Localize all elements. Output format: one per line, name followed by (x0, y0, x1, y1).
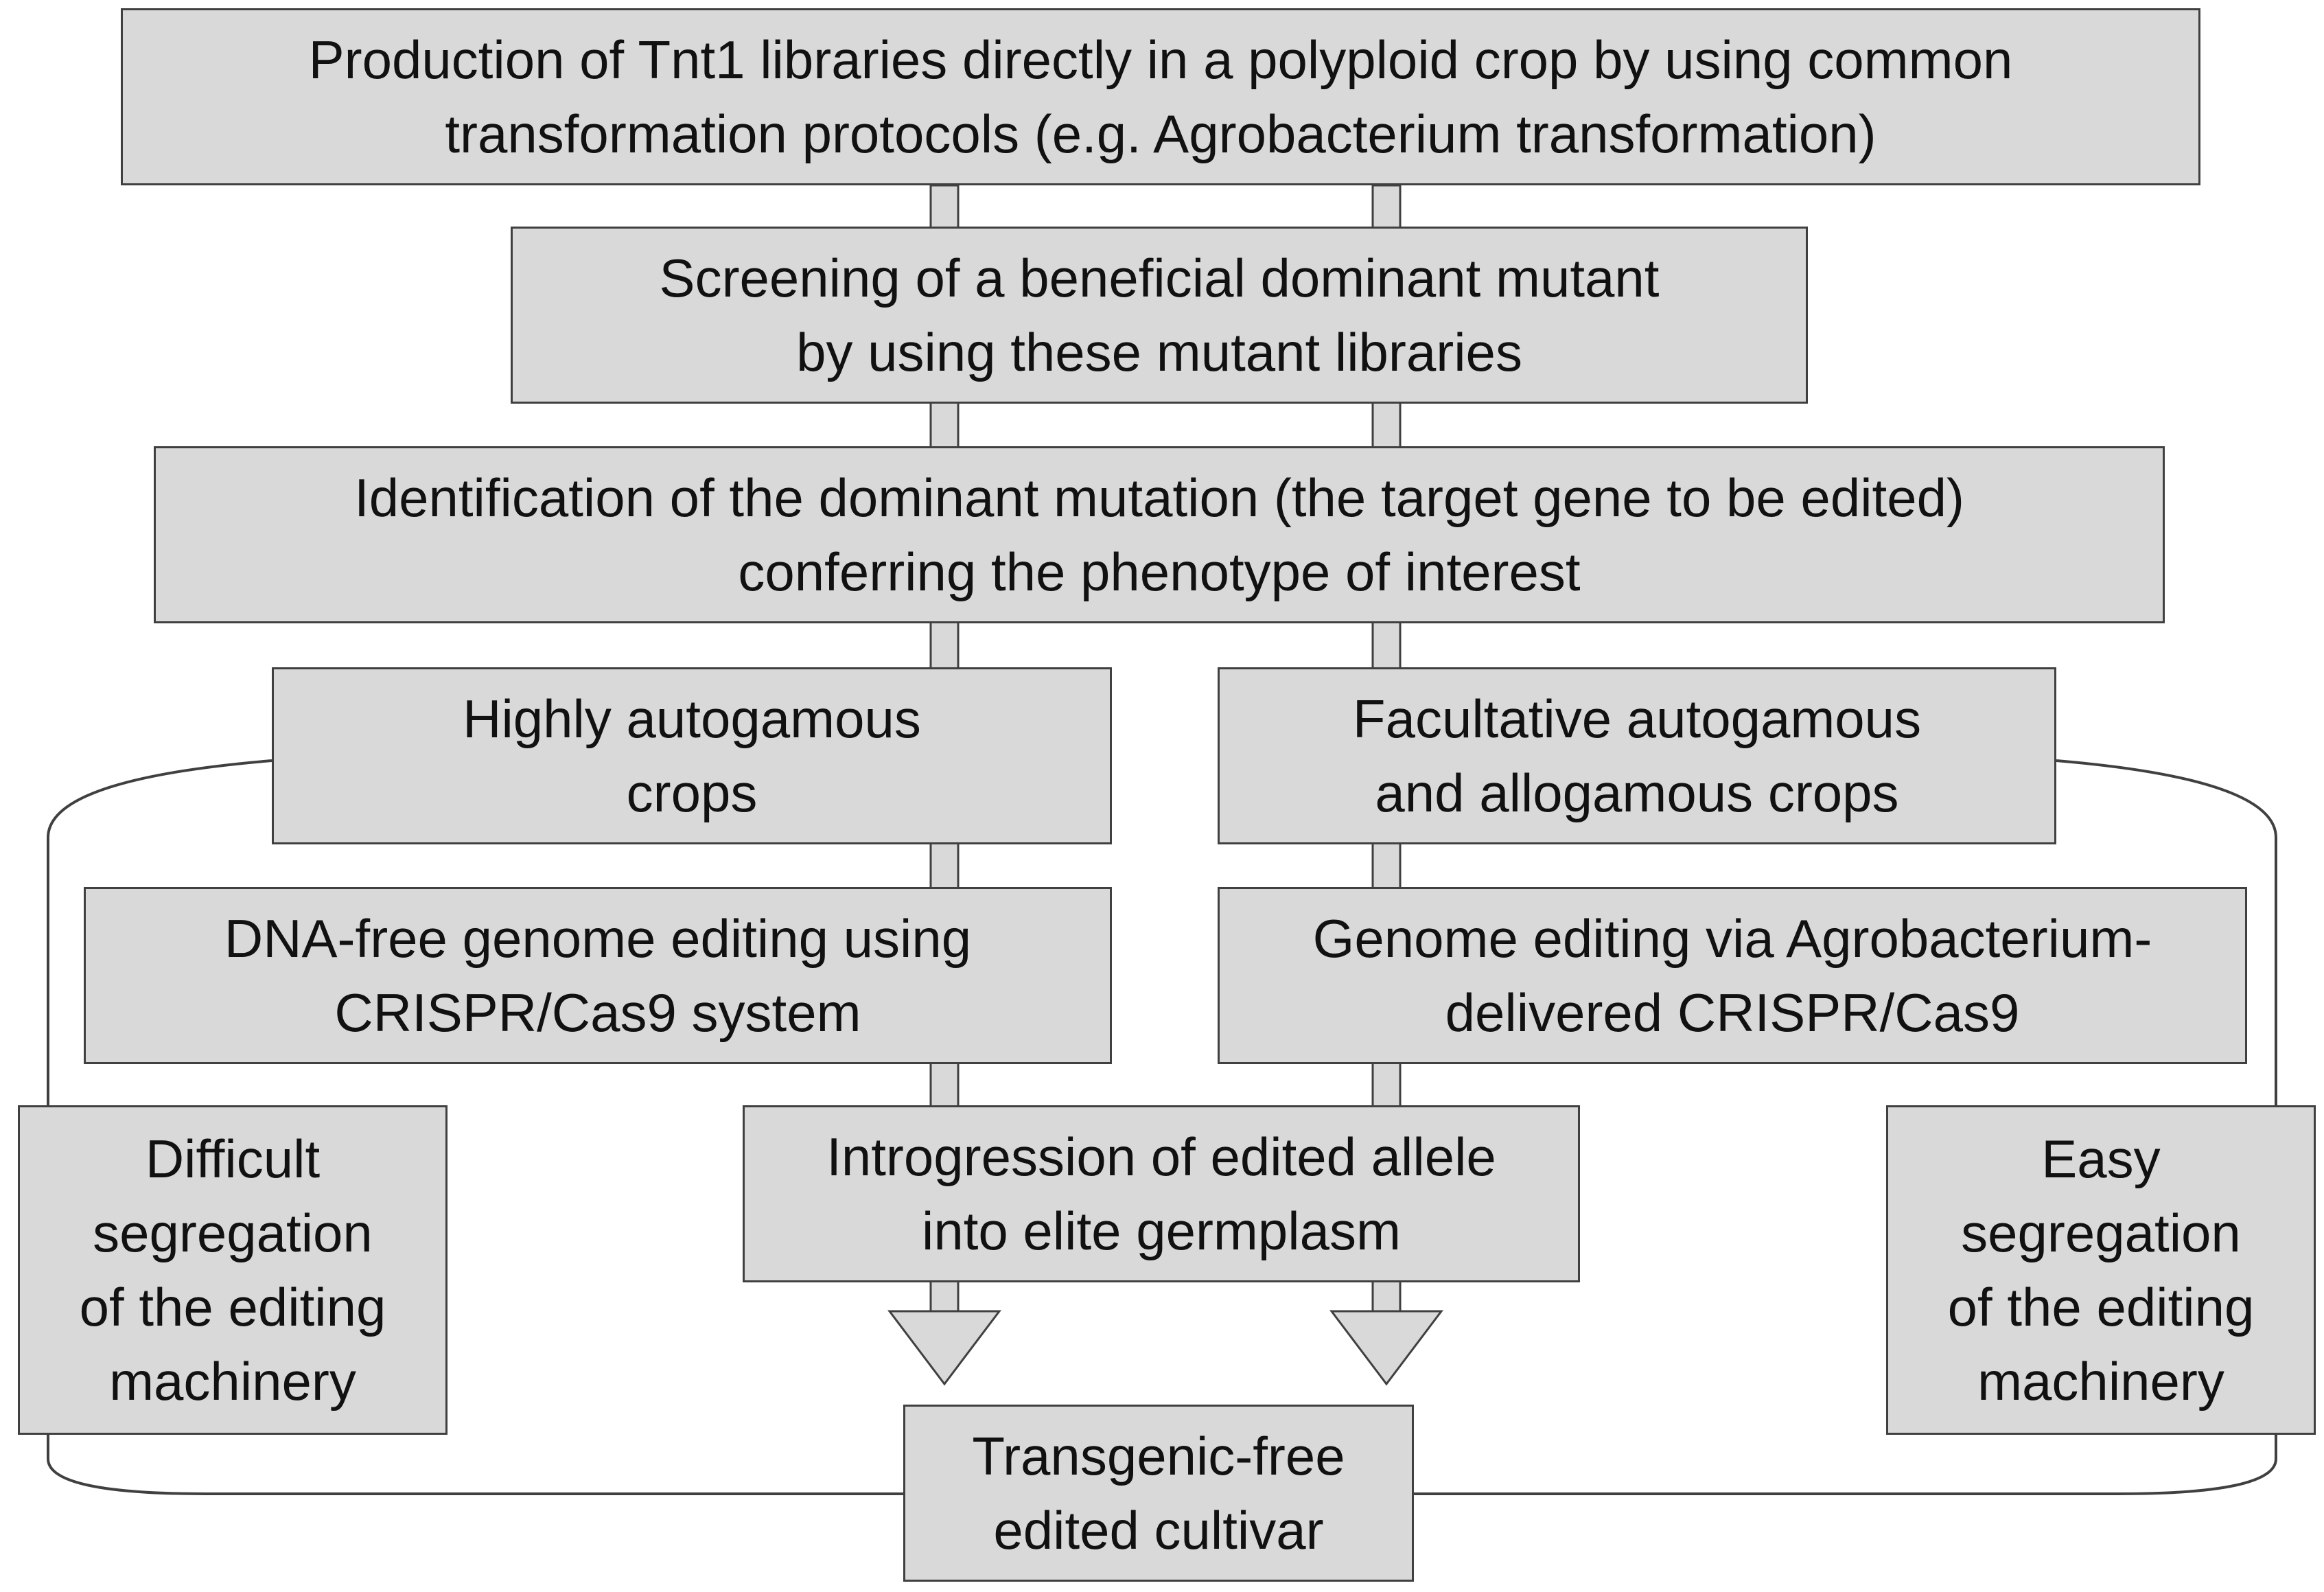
transgenic-free-cultivar-box: Transgenic-free edited cultivar (903, 1405, 1414, 1582)
left-bracket-curve (47, 759, 906, 1495)
dna-free-editing-box: DNA-free genome editing using CRISPR/Cas… (84, 887, 1112, 1064)
agrobacterium-editing-box: Genome editing via Agrobacterium- delive… (1218, 887, 2247, 1064)
right-bracket-curve (1411, 759, 2277, 1495)
difficult-segregation-box: Difficult segregation of the editing mac… (18, 1105, 448, 1435)
production-box: Production of Tnt1 libraries directly in… (121, 8, 2200, 185)
left-arrow-head (887, 1310, 1002, 1386)
easy-segregation-box: Easy segregation of the editing machiner… (1886, 1105, 2316, 1435)
allogamous-box: Facultative autogamous and allogamous cr… (1218, 667, 2056, 844)
right-arrow-head (1329, 1310, 1444, 1386)
autogamous-box: Highly autogamous crops (272, 667, 1112, 844)
introgression-box: Introgression of edited allele into elit… (743, 1105, 1580, 1282)
identification-box: Identification of the dominant mutation … (154, 446, 2165, 623)
screening-box: Screening of a beneficial dominant mutan… (511, 227, 1808, 404)
